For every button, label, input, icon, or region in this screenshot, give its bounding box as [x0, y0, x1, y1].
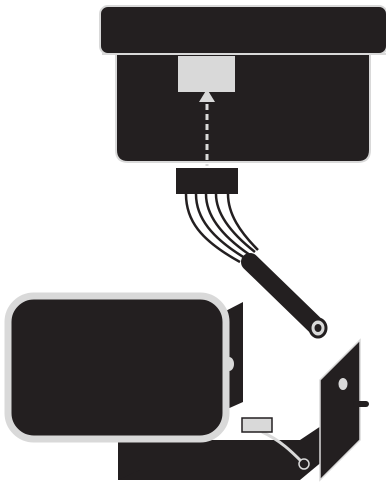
box-module-icon — [4, 292, 230, 443]
wire-harness-icon — [176, 168, 259, 264]
connector-port-icon — [178, 56, 235, 92]
small-connector-icon — [241, 417, 273, 433]
insert-arrow-icon — [199, 89, 215, 166]
control-unit-icon — [99, 5, 386, 163]
cable-icon — [241, 253, 328, 339]
